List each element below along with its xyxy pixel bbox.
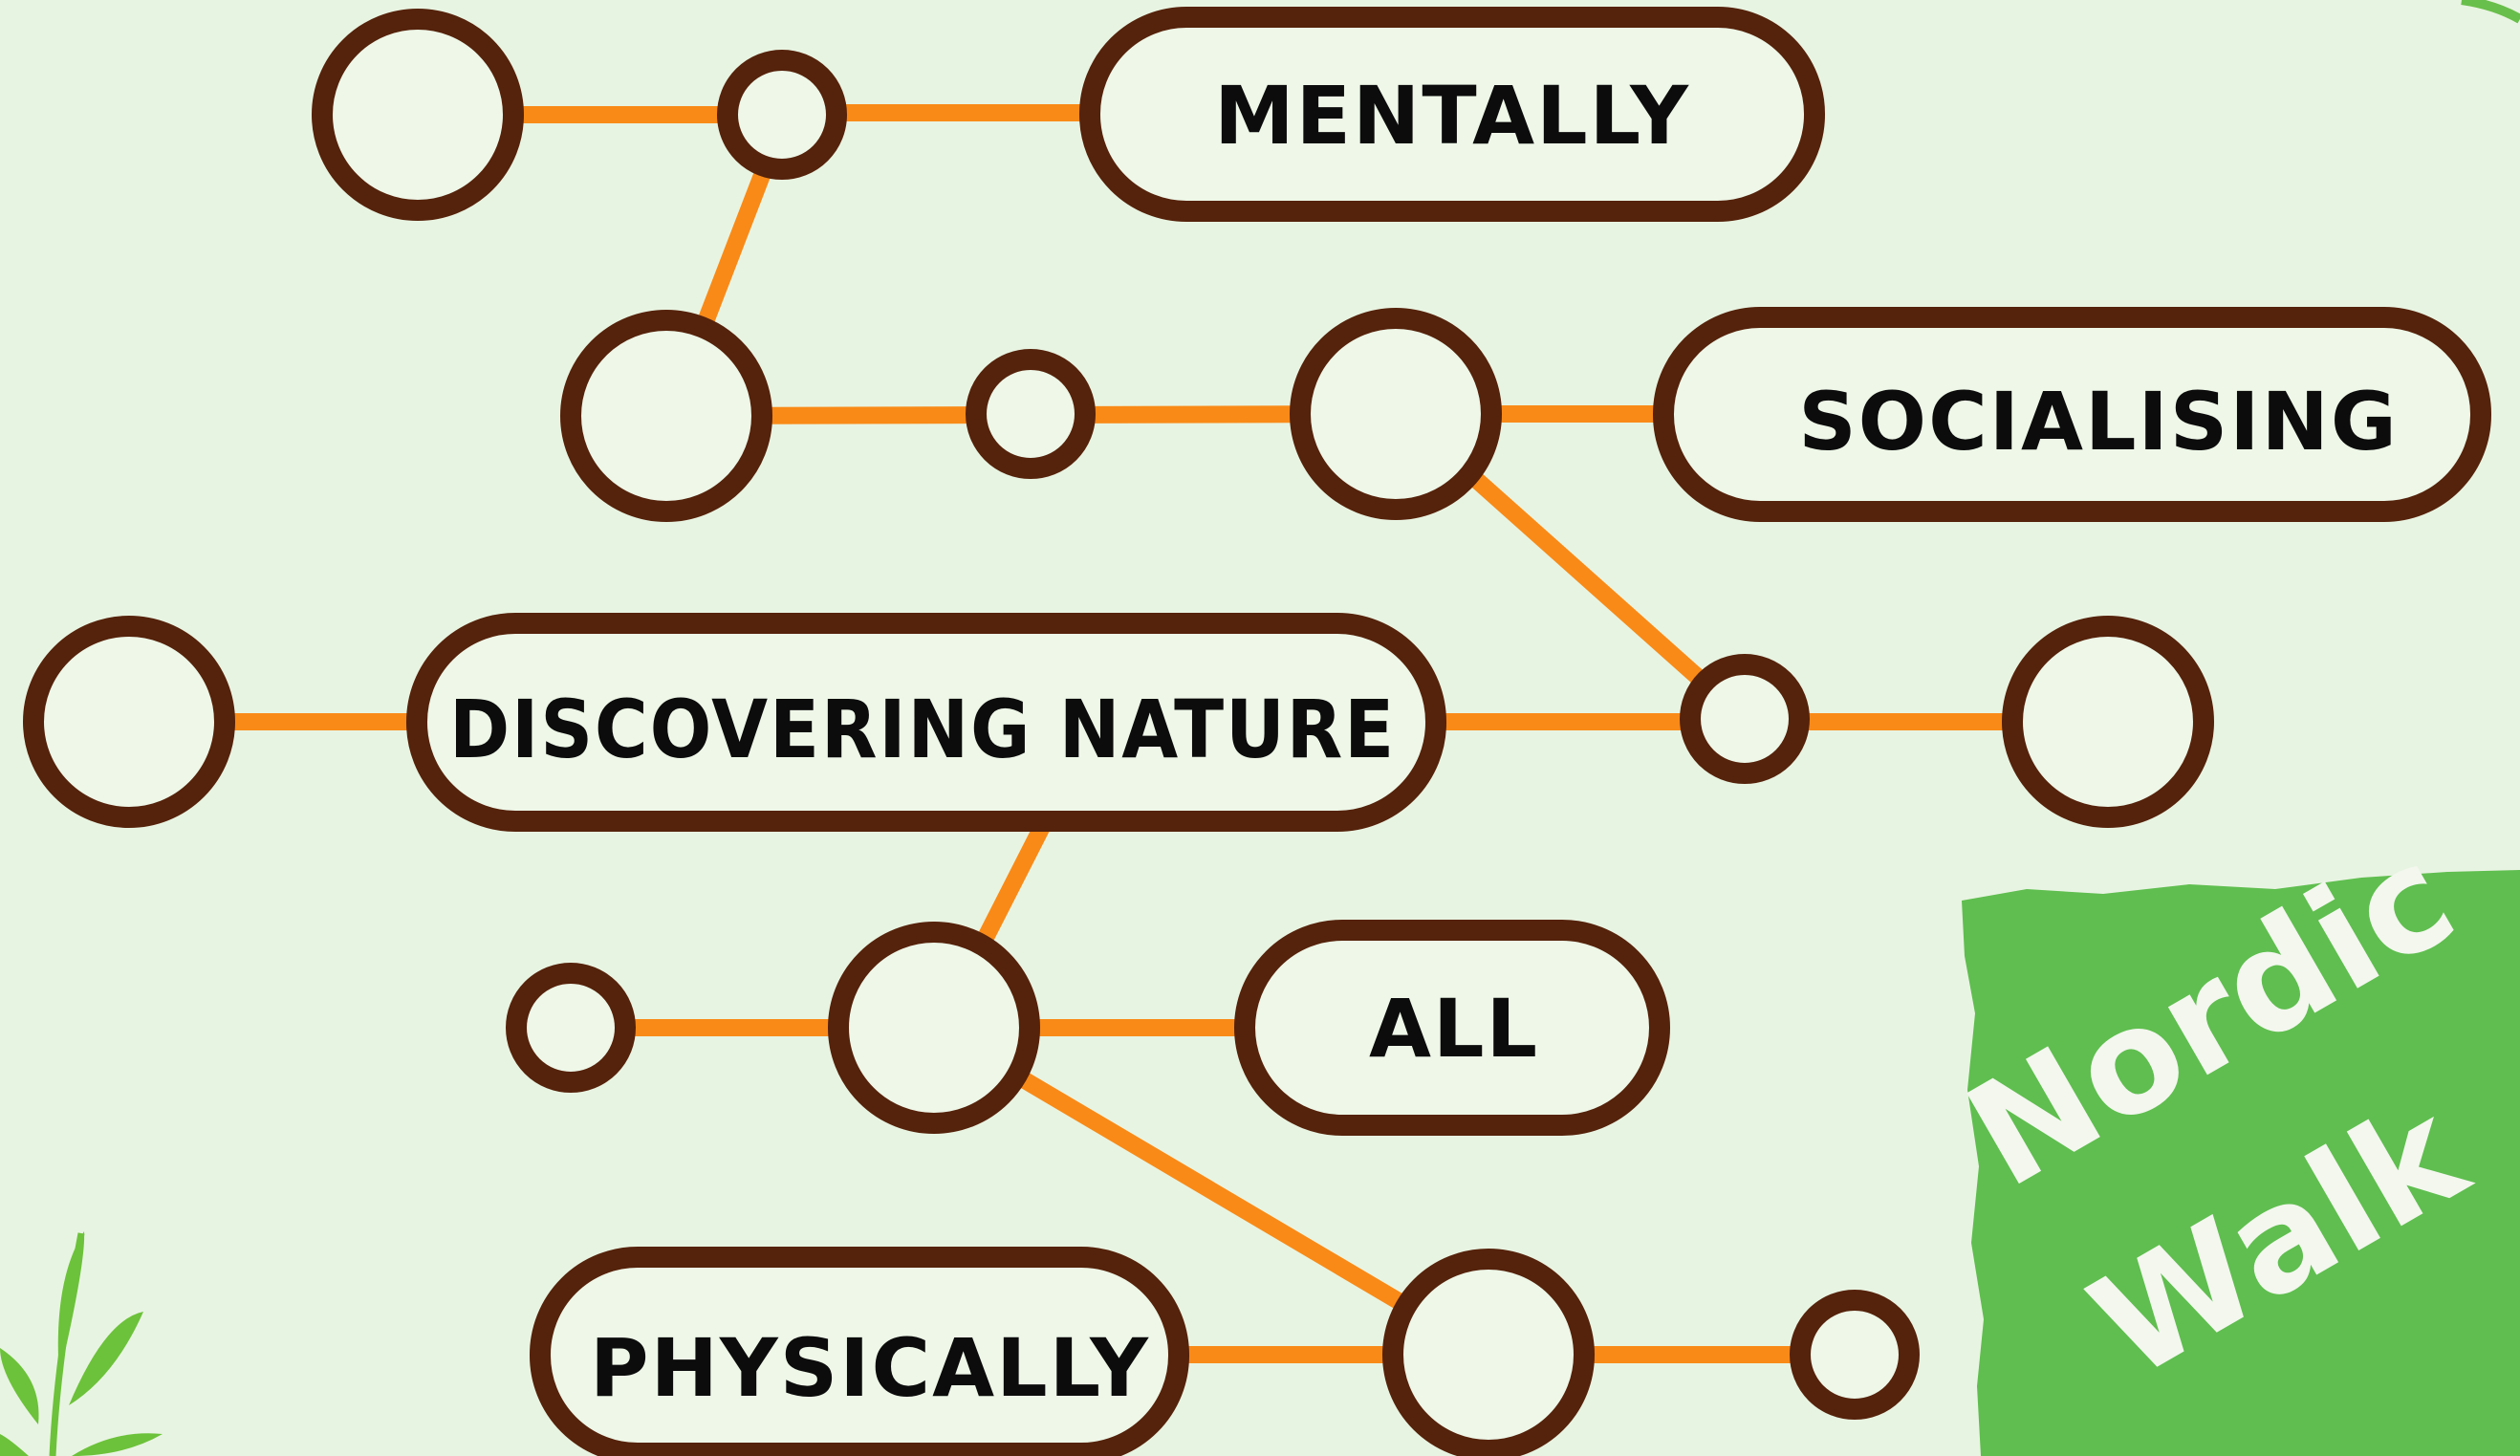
node-small xyxy=(966,349,1096,479)
badge-background xyxy=(1962,870,2520,1456)
node-large xyxy=(828,922,1040,1134)
label-all: ALL xyxy=(1369,982,1539,1076)
plant-leaf xyxy=(72,1433,163,1456)
connector xyxy=(999,1060,1439,1330)
nordic-walk-badge: Nordic Walk xyxy=(1942,813,2520,1456)
node-large xyxy=(2002,616,2214,828)
node-large xyxy=(312,9,524,221)
node-large xyxy=(1290,308,1502,520)
label-mentally: MENTALLY xyxy=(1214,69,1690,163)
nodes xyxy=(23,9,2214,1456)
plant-decoration xyxy=(0,1231,163,1456)
pill-shape xyxy=(1079,7,1825,222)
node-small xyxy=(506,963,636,1093)
pill-shape xyxy=(1234,920,1670,1136)
node-small xyxy=(717,50,847,180)
plant-leaf xyxy=(69,1312,143,1405)
node-large xyxy=(1382,1249,1595,1456)
node-large xyxy=(560,310,772,522)
node-small xyxy=(1790,1290,1920,1420)
connector xyxy=(686,149,779,353)
plant-leaf xyxy=(57,1231,85,1377)
corner-arc-decoration xyxy=(2461,0,2520,24)
pill-socialising: SOCIALISING xyxy=(1653,307,2491,522)
plant-leaf xyxy=(0,1434,29,1456)
label-physically: PHYSICALLY xyxy=(590,1321,1150,1415)
label-socialising: SOCIALISING xyxy=(1798,375,2399,468)
label-discovering-nature: DISCOVERING NATURE xyxy=(449,683,1396,776)
node-small xyxy=(1680,654,1810,784)
pill-discovering-nature: DISCOVERING NATURE xyxy=(406,613,1446,832)
pill-physically: PHYSICALLY xyxy=(530,1247,1189,1456)
plant-leaf xyxy=(0,1348,39,1424)
pill-shape xyxy=(406,613,1446,832)
pill-all: ALL xyxy=(1234,920,1670,1136)
pill-shape xyxy=(1653,307,2491,522)
pill-shape xyxy=(530,1247,1189,1456)
node-large xyxy=(23,616,235,828)
pill-mentally: MENTALLY xyxy=(1079,7,1825,222)
